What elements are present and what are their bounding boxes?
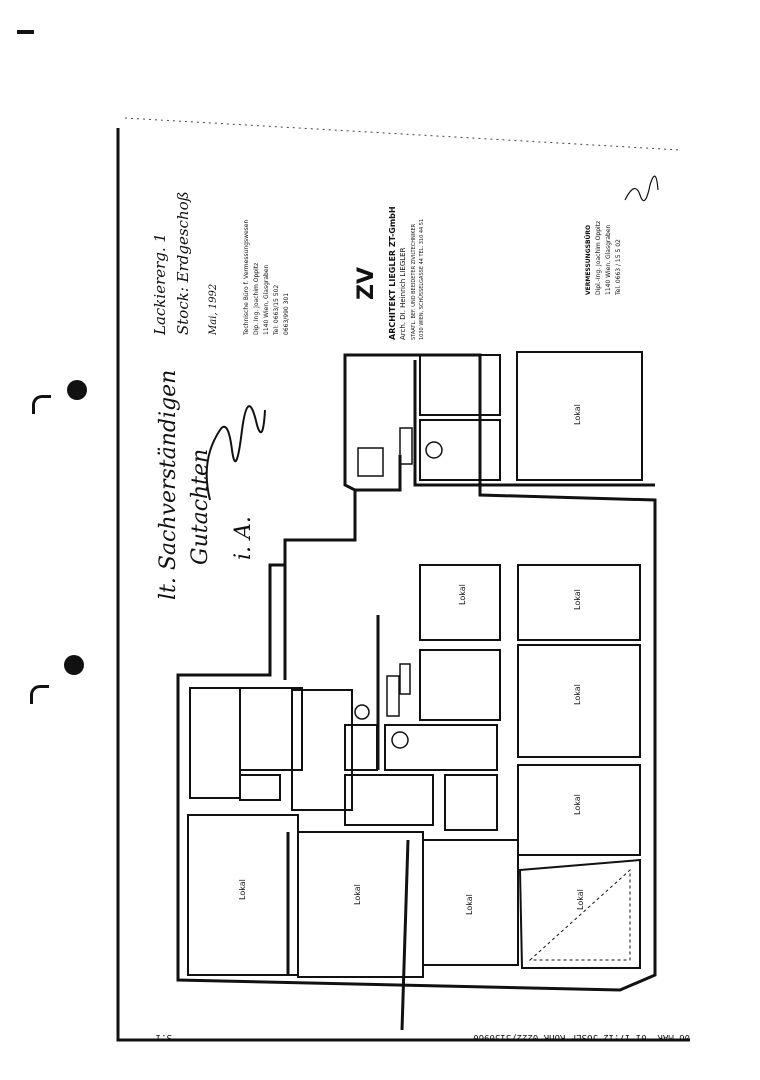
architect-person: Arch. DI. Heinrich LIEGLER: [399, 247, 407, 340]
binder-notch-bottom: [30, 685, 49, 704]
signature-prefix: i. A.: [231, 516, 256, 560]
handwritten-note: lt. Sachverständigen: [156, 370, 181, 600]
fax-header: 06 MAR '01 17:12 JOSEF ROHR 0222/3130960: [473, 1032, 690, 1042]
room-label: Lokal: [238, 879, 247, 900]
stamp-line: VERMESSUNGSBÜRO: [585, 225, 592, 295]
fax-header-text: 06 MAR '01 17:12 JOSEF ROHR 0222/3130960: [473, 1032, 690, 1042]
architect-city: 1030 WIEN, SCHÜSSELGASSE 44 TEL. 310 44 …: [418, 219, 425, 340]
drawing-frame: [116, 128, 690, 1042]
building-outline: [176, 353, 657, 992]
page-number: S.1: [156, 1032, 172, 1042]
dashed-triangle: [528, 868, 631, 961]
handwritten-note: Gutachten: [188, 449, 213, 565]
punch-hole-top: [67, 380, 87, 400]
architect-logo: ZV: [354, 267, 379, 300]
room-label: Lokal: [458, 584, 467, 605]
surveyor-line: 1140 Wien, Glasgraben: [263, 264, 270, 335]
room-label: Lokal: [573, 684, 582, 705]
surveyor-stamp: VERMESSUNGSBÜRO Dipl.-Ing. Joachim Oppit…: [585, 221, 622, 296]
floor-line: Stock: Erdgeschoß: [174, 191, 192, 335]
room-label: Lokal: [353, 884, 362, 905]
edge-mark: [17, 30, 34, 34]
stamp-line: 1140 Wien, Glasgraben: [605, 224, 612, 295]
page-number-block: S.1: [156, 1032, 172, 1042]
architect-stamp: ZV ARCHITEKT LIEGLER ZT-GmbH Arch. DI. H…: [354, 206, 425, 340]
title-block: Lackiererg. 1 Stock: Erdgeschoß Mai, 199…: [151, 191, 219, 336]
architect-address: STAATL. BEF. UND BEEIDETER ZIVILTECHNIKE…: [411, 223, 417, 340]
surveyor-line: Tel: 0663/15 502: [273, 285, 280, 336]
stamp-line: Tel. 0663 / 15 5 02: [615, 239, 622, 296]
punch-hole-bottom: [64, 655, 84, 675]
date-line: Mai, 1992: [208, 284, 219, 336]
surveyor-line: Dip. Ing. Joachim Oppitz: [253, 263, 260, 335]
room-labels: Lokal Lokal Lokal Lokal Lokal Lokal Loka…: [238, 404, 585, 915]
surveyor-block: Technische Büro f. Vermessungswesen Dip.…: [243, 220, 290, 336]
surveyor-line: 0663/990 301: [283, 293, 290, 335]
frame-top-edge: [124, 117, 681, 151]
room-label: Lokal: [573, 589, 582, 610]
architect-name: ARCHITEKT LIEGLER ZT-GmbH: [388, 206, 397, 340]
level-tags: [357, 427, 413, 717]
room-label: Lokal: [465, 894, 474, 915]
room-label: Lokal: [573, 794, 582, 815]
duct-lines: [286, 615, 410, 1031]
handwritten-signature: [205, 405, 266, 501]
surveyor-line: Technische Büro f. Vermessungswesen: [243, 220, 250, 336]
handwritten-notes: lt. Sachverständigen Gutachten: [156, 370, 213, 600]
room-outlines: [187, 351, 643, 978]
binder-notch-top: [32, 395, 51, 414]
room-label: Lokal: [573, 404, 582, 425]
room-label: Lokal: [576, 889, 585, 910]
handwritten-signature-block: i. A.: [231, 516, 256, 560]
section-markers: [354, 441, 443, 749]
stamp-line: Dipl.-Ing. Joachim Oppitz: [595, 221, 602, 295]
stamp-signature: [624, 175, 659, 202]
address-line: Lackiererg. 1: [151, 233, 169, 336]
